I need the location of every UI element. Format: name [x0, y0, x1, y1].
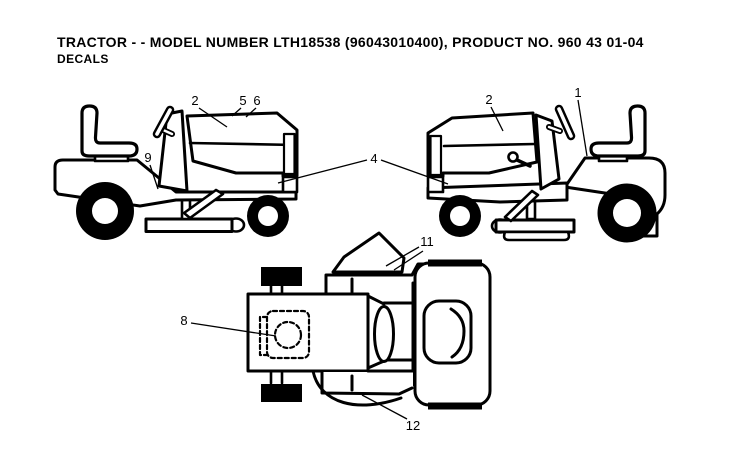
callout-leader-4-right	[380, 159, 449, 185]
grille	[429, 134, 443, 177]
callout-leader-11b	[393, 250, 424, 271]
callout-bottom-12: 12	[406, 418, 420, 433]
tire-strip-top	[428, 259, 482, 267]
dash-cowl	[534, 113, 561, 191]
front-wheel-hub	[258, 206, 278, 226]
callout-bottom-11: 11	[420, 234, 434, 249]
console-panel	[331, 231, 406, 274]
steering-shaft	[373, 305, 395, 363]
axle-lines	[269, 284, 284, 385]
callout-leader-8	[190, 322, 277, 337]
deck-hanger	[182, 188, 225, 220]
tractor-left-side-view	[53, 104, 299, 240]
tractor-bottom-view	[246, 231, 492, 410]
callout-left-2: 2	[191, 93, 198, 108]
deck-arc	[311, 369, 403, 407]
rear-wheel-hub	[92, 198, 118, 224]
callout-left-5: 5	[239, 93, 246, 108]
upper-band	[326, 276, 413, 294]
callout-numbers: 2 5 6 9 4 2 1 11 8 12	[144, 85, 581, 433]
steering-wheel-core	[155, 108, 172, 136]
callouts	[149, 99, 588, 420]
grille	[282, 132, 296, 176]
tire-strip-bottom	[428, 402, 482, 410]
deck-hanger	[503, 189, 540, 223]
deck-knob	[507, 151, 519, 163]
steering-column-core	[547, 125, 562, 133]
page-title: TRACTOR - - MODEL NUMBER LTH18538 (96043…	[57, 34, 644, 50]
callout-bottom-8: 8	[180, 313, 187, 328]
callout-leader-left-2	[198, 107, 228, 128]
decal-circle-dashed	[273, 320, 303, 350]
callout-right-2: 2	[485, 92, 492, 107]
seat	[80, 104, 139, 158]
callout-leader-right-1	[577, 99, 588, 157]
mower-deck	[494, 218, 576, 234]
callout-leader-11a	[385, 246, 420, 267]
wheel-front-right	[261, 384, 302, 402]
hood-seam	[442, 142, 537, 148]
wheel-front-left	[261, 267, 302, 286]
mower-deck	[144, 217, 234, 233]
seat	[589, 104, 647, 158]
page-subtitle: DECALS	[57, 52, 109, 66]
deck-lever	[515, 158, 532, 168]
hood-opening-arc	[449, 307, 466, 359]
hood-seam	[188, 141, 298, 147]
front-wheel-hub	[450, 206, 470, 226]
callout-leader-4-left	[277, 159, 368, 184]
callout-leader-left-6	[245, 107, 257, 118]
lower-band	[322, 372, 413, 393]
callout-leader-right-2	[490, 106, 504, 132]
callout-leader-left-9	[149, 164, 159, 190]
steering-wheel-core	[557, 107, 573, 138]
callout-left-6: 6	[253, 93, 260, 108]
tractor-right-side-view	[426, 104, 667, 243]
rear-wheel-hub	[613, 199, 641, 227]
callout-center-4: 4	[370, 151, 377, 166]
deck-tray	[502, 230, 571, 242]
decal-bracket-dashed	[258, 315, 269, 357]
callout-right-1: 1	[574, 85, 581, 100]
callout-leader-12	[361, 394, 408, 420]
callout-left-9: 9	[144, 150, 151, 165]
callout-leader-left-5	[231, 107, 242, 117]
